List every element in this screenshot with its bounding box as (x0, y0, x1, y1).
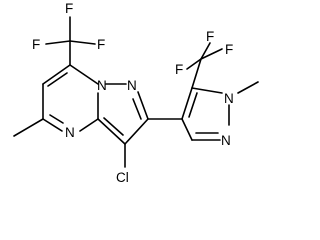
atom-nitrogen: N (224, 91, 234, 106)
atom-fluorine: F (175, 62, 183, 77)
atom-fluorine: F (97, 37, 105, 52)
atom-fluorine: F (65, 1, 73, 16)
atom-nitrogen: N (97, 78, 107, 93)
atom-nitrogen: N (65, 125, 75, 140)
pyrazole-substituent-ring (181, 81, 259, 141)
molecule-svg: F F F N N N Cl F F F N N (13, 1, 259, 185)
bond-n4-c3a (79, 118, 99, 132)
bond-c7-c6-double (47, 72, 68, 87)
bond-c3-c3a-double (103, 117, 124, 136)
bond-c-f-right (200, 48, 223, 60)
bond-c5-n4-double (49, 114, 64, 124)
atom-nitrogen: N (221, 133, 231, 148)
bond-c5-n4 (42, 118, 63, 132)
bond-c5p-n1p (191, 87, 223, 94)
bond-c-f-left (45, 40, 71, 45)
bond-n1p-methyl (237, 81, 259, 94)
atom-chlorine: Cl (116, 170, 129, 185)
atom-fluorine: F (32, 37, 40, 52)
bond-c-f-top (200, 42, 211, 60)
bond-c2-c3 (124, 118, 149, 145)
pyrimidine-ring (13, 64, 99, 137)
bond-c4p-c5p-double (188, 92, 198, 118)
bond-c7-c6 (42, 64, 71, 85)
bond-c-f-right (69, 40, 96, 45)
atom-nitrogen: N (127, 78, 137, 93)
bond-n2-c2 (137, 91, 149, 120)
cf3-group-right (186, 42, 223, 89)
cf3-group-left (45, 16, 96, 66)
bond-c5-methyl (13, 118, 44, 137)
bond-c4p-c5p (181, 87, 193, 120)
atom-fluorine: F (206, 29, 214, 44)
chemical-structure-diagram: F F F N N N Cl F F F N N (13, 1, 259, 185)
pyrazole-fused-ring (97, 83, 149, 168)
bond-ring-cf3-right (191, 58, 202, 89)
atom-fluorine: F (225, 42, 233, 57)
bond-c3-c3a (97, 118, 126, 145)
bond-n2-c2-double (132, 98, 142, 120)
bond-c3p-c4p (181, 118, 193, 141)
bond-c-f-left (186, 58, 202, 70)
bond-c7-n-bridge (69, 64, 99, 85)
